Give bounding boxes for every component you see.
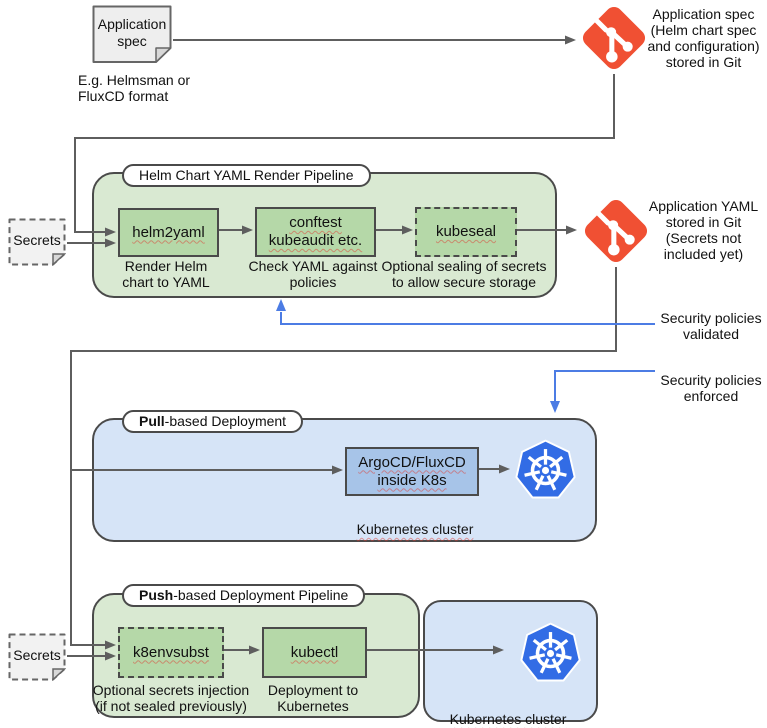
- security-policies-enforced-label: Security policies enforced: [660, 372, 762, 404]
- git-mid-caption: Application YAML stored in Git (Secrets …: [648, 198, 759, 262]
- arrowhead: [565, 35, 576, 45]
- arrowhead-down: [550, 401, 560, 413]
- application-spec-caption: E.g. Helmsman or FluxCD format: [78, 72, 191, 104]
- connector-policies-validated: [280, 312, 655, 325]
- push-pipeline-title: Push-based Deployment Pipeline: [122, 584, 366, 607]
- helm2yaml-caption: Render Helm chart to YAML: [122, 258, 210, 290]
- step-k8envsubst: k8envsubst: [118, 627, 224, 678]
- arrowhead: [566, 225, 577, 235]
- git-top-caption: Application spec (Helm chart spec and co…: [647, 6, 760, 70]
- argocd-fluxcd-box: ArgoCD/FluxCD inside K8s: [345, 447, 479, 496]
- render-pipeline-title: Helm Chart YAML Render Pipeline: [122, 164, 371, 187]
- conftest-caption: Check YAML against policies: [248, 258, 378, 290]
- application-spec-note: Application spec: [97, 16, 167, 49]
- pull-deployment-title: Pull-based Deployment: [122, 410, 304, 433]
- connector-policies-enforced: [554, 370, 655, 402]
- kubeseal-caption: Optional sealing of secrets to allow sec…: [381, 258, 547, 290]
- kubernetes-icon: [515, 439, 576, 499]
- step-kubeseal: kubeseal: [415, 207, 517, 257]
- secrets-note: Secrets: [13, 232, 61, 248]
- git-icon: [582, 6, 646, 70]
- step-conftest-kubeaudit: conftest kubeaudit etc.: [255, 207, 376, 257]
- security-policies-validated-label: Security policies validated: [660, 310, 762, 342]
- arrowhead-up: [276, 299, 286, 311]
- note-shape: [8, 218, 66, 266]
- kubernetes-icon: [520, 622, 581, 682]
- step-helm2yaml: helm2yaml: [118, 208, 219, 257]
- pull-cluster-label: Kubernetes cluster: [356, 521, 474, 537]
- kubectl-caption: Deployment to Kubernetes: [267, 682, 359, 714]
- secrets-note: Secrets: [13, 647, 61, 663]
- step-kubectl: kubectl: [262, 627, 367, 678]
- bottom-cluster-label: Kubernetes cluster: [449, 711, 567, 727]
- note-shape: [8, 633, 66, 681]
- k8envsubst-caption: Optional secrets injection (if not seale…: [92, 682, 250, 714]
- note-shape: [92, 5, 172, 63]
